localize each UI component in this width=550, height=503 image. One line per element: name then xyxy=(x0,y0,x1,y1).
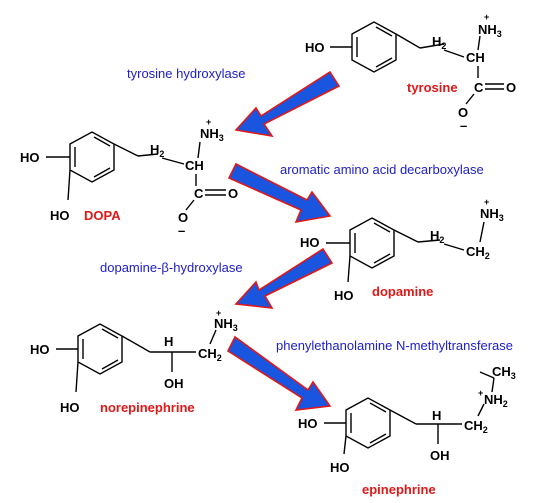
dopa-name: DOPA xyxy=(84,208,121,223)
tyrosine-name: tyrosine xyxy=(407,80,458,95)
epinephrine-ch2-label: CH2 xyxy=(464,418,488,435)
dopa-o-label: O xyxy=(228,186,238,201)
epinephrine-name: epinephrine xyxy=(362,482,436,497)
arrow-3 xyxy=(234,247,334,309)
epinephrine-oh-label: OH xyxy=(430,448,450,463)
norepinephrine-h-label: H xyxy=(164,334,173,349)
dopamine-ch2-label: CH2 xyxy=(466,244,490,261)
norepinephrine-ho2-label: HO xyxy=(60,400,80,415)
tyrosine-o2-label: O xyxy=(458,105,468,120)
dopamine-nh3-label: NH3 xyxy=(480,206,504,223)
dopa-ho2-label: HO xyxy=(50,208,70,223)
norepinephrine-plus-label: + xyxy=(216,308,221,318)
norepinephrine-oh-label: OH xyxy=(164,376,184,391)
norepinephrine-nh3-label: NH3 xyxy=(214,316,238,333)
dopa-o2-label: O xyxy=(178,210,188,225)
tyrosine-plus-label: + xyxy=(484,12,489,22)
dopa-ho-label: HO xyxy=(20,150,40,165)
enzyme-tyrosine-hydroxylase: tyrosine hydroxylase xyxy=(127,66,246,81)
epinephrine-ho-label: HO xyxy=(298,416,318,431)
dopamine-h2-label: H2 xyxy=(430,228,444,245)
dopa-minus-label: – xyxy=(178,223,185,238)
dopa-c-label: C xyxy=(194,186,204,201)
dopamine-oh-label: HO xyxy=(334,288,354,303)
tyrosine-c-label: C xyxy=(474,80,484,95)
dopa-h2-label: H2 xyxy=(150,142,164,159)
norepinephrine-ho-label: HO xyxy=(30,342,50,357)
enzyme-phenylethanolamine-n-methyltransferase: phenylethanolamine N-methyltransferase xyxy=(276,338,513,353)
tyrosine-ho-label: HO xyxy=(305,40,325,55)
tyrosine-structure: HO H2 CH NH3 + C O O – tyrosine xyxy=(305,12,516,133)
epinephrine-structure: HO HO H OH CH2 NH2 + CH3 epinephrine xyxy=(298,364,516,497)
arrow-4 xyxy=(226,335,332,411)
dopamine-ho-label: HO xyxy=(300,235,320,250)
norepinephrine-structure: HO HO H OH CH2 NH3 + norepinephrine xyxy=(30,308,238,415)
dopamine-name: dopamine xyxy=(372,284,433,299)
epinephrine-ch3-label: CH3 xyxy=(492,364,516,381)
norepinephrine-name: norepinephrine xyxy=(100,400,195,415)
tyrosine-h2-label: H2 xyxy=(432,34,446,51)
arrow-1 xyxy=(234,70,341,138)
tyrosine-o-label: O xyxy=(506,80,516,95)
enzyme-dopamine-beta-hydroxylase: dopamine-β-hydroxylase xyxy=(100,260,243,275)
epinephrine-ho2-label: HO xyxy=(330,460,350,475)
dopamine-plus-label: + xyxy=(484,197,489,207)
dopa-nh3-label: NH3 xyxy=(200,126,224,143)
epinephrine-nh2-label: NH2 xyxy=(484,392,508,409)
enzyme-aromatic-amino-acid-decarboxylase: aromatic amino acid decarboxylase xyxy=(280,162,484,177)
epinephrine-plus-label: + xyxy=(478,388,483,398)
norepinephrine-ch2-label: CH2 xyxy=(198,346,222,363)
arrow-2 xyxy=(227,162,332,224)
dopa-plus-label: + xyxy=(206,117,211,127)
dopa-structure: HO HO H2 CH NH3 + C O O – DOPA xyxy=(20,117,238,238)
epinephrine-h-label: H xyxy=(432,408,441,423)
tyrosine-nh3-label: NH3 xyxy=(478,22,502,39)
tyrosine-ch-label: CH xyxy=(466,50,485,65)
tyrosine-minus-label: – xyxy=(460,118,467,133)
dopamine-structure: HO HO H2 CH2 NH3 + dopamine xyxy=(300,197,504,303)
dopa-ch-label: CH xyxy=(185,158,204,173)
